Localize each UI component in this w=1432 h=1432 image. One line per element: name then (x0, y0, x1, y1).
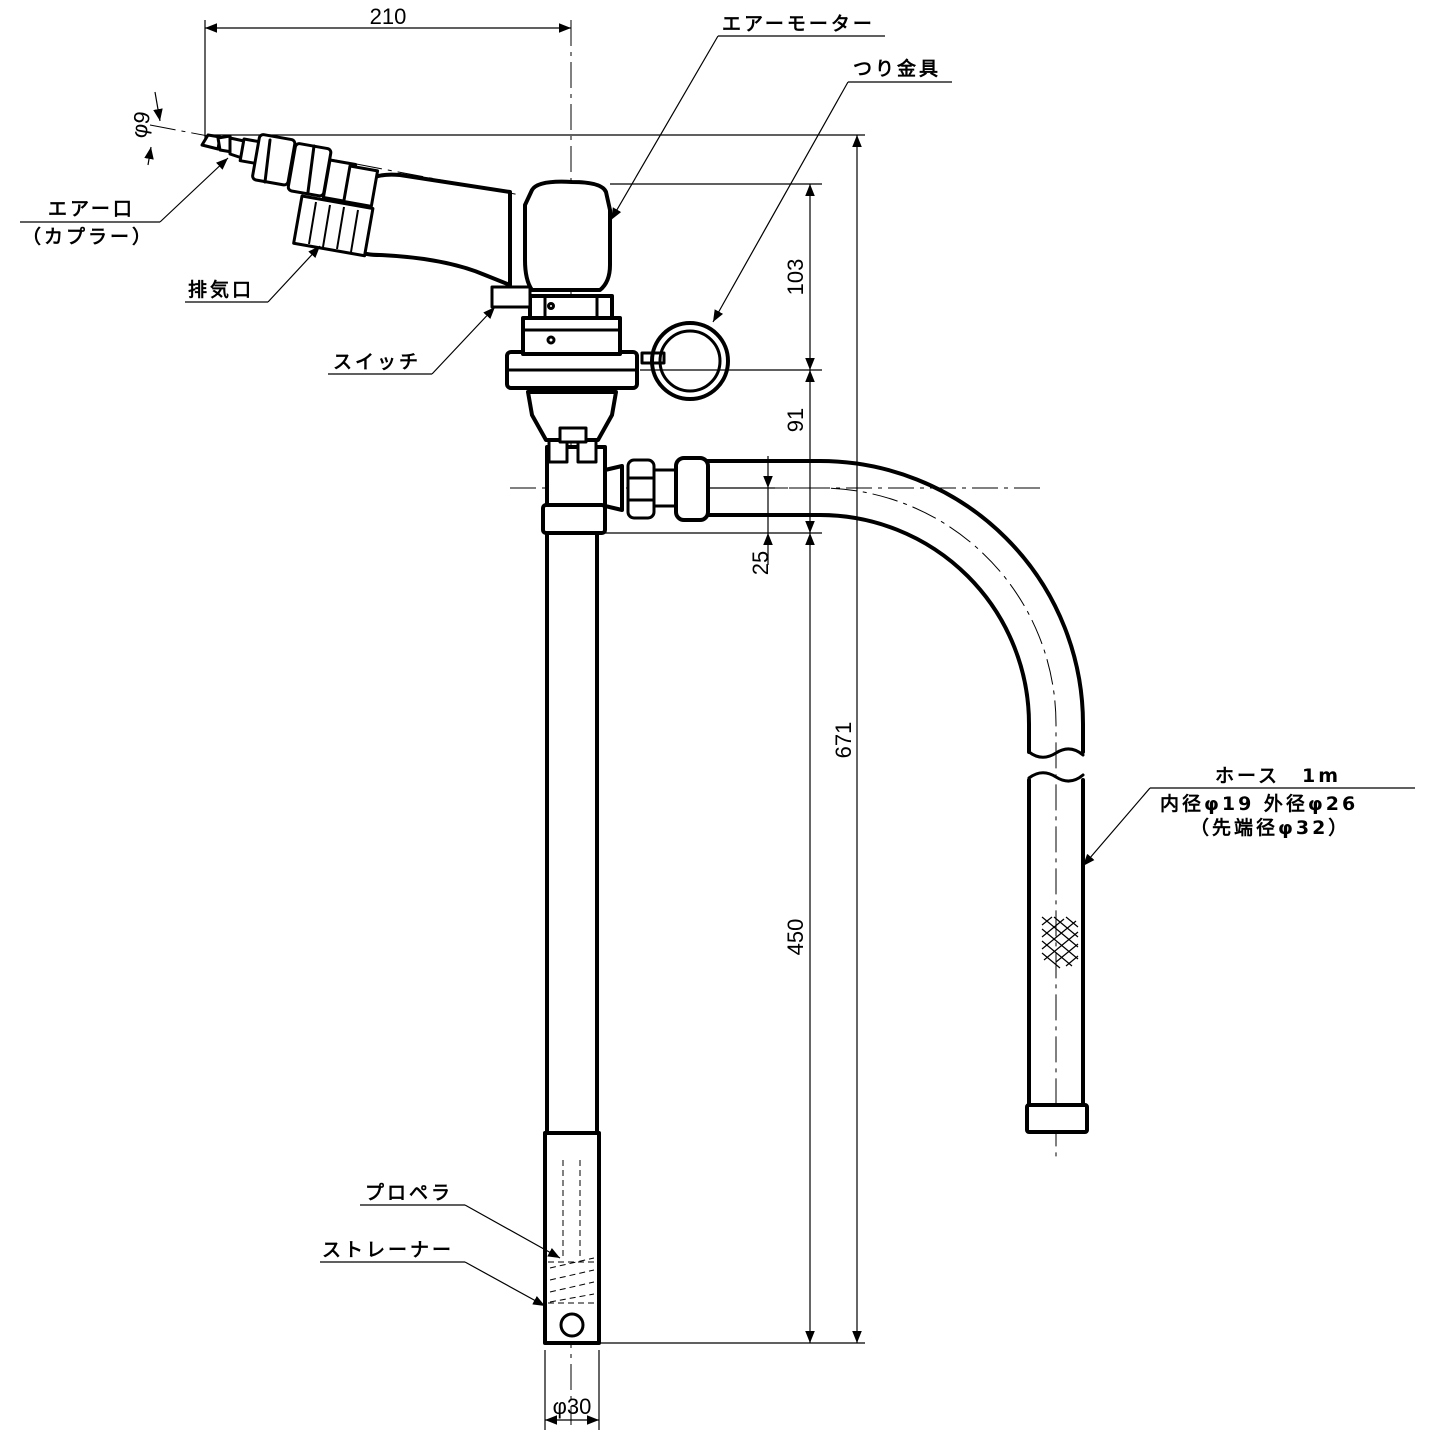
dim-outlet-offset: 25 (748, 551, 773, 575)
dim-motor-height: 103 (783, 259, 808, 296)
label-hanger: つり金具 (853, 57, 941, 80)
propeller-part (548, 1160, 596, 1304)
hose (703, 459, 1089, 1134)
suction-tube (543, 531, 601, 1345)
exhaust-muffler (292, 194, 375, 258)
label-air-inlet-coupler: （カプラー） (22, 225, 154, 248)
label-strainer: ストレーナー (322, 1239, 454, 1261)
dim-total-height: 671 (831, 722, 856, 759)
dim-tube-length: 450 (783, 919, 808, 956)
label-hose: ホース 1m (1215, 765, 1341, 787)
dim-tube-dia: φ30 (553, 1394, 592, 1419)
label-air-motor: エアーモーター (722, 13, 875, 35)
dimension-lines (144, 23, 862, 1425)
label-hose-tip: （先端径φ32） (1190, 816, 1350, 839)
dim-width-top: 210 (370, 4, 407, 29)
label-exhaust: 排気口 (188, 278, 254, 301)
tee-fitting (541, 438, 710, 535)
leader-lines (20, 35, 1415, 1307)
dim-inlet-dia: φ9 (126, 109, 155, 139)
dim-mid-height: 91 (783, 408, 808, 432)
label-switch: スイッチ (333, 351, 421, 373)
air-coupler (200, 133, 380, 208)
motor-assembly (353, 172, 730, 444)
label-propeller: プロペラ (365, 1181, 453, 1204)
label-hose-diameters: 内径φ19 外径φ26 (1160, 792, 1358, 815)
label-air-inlet: エアー口 (48, 198, 135, 220)
hose-braid (1041, 916, 1079, 969)
